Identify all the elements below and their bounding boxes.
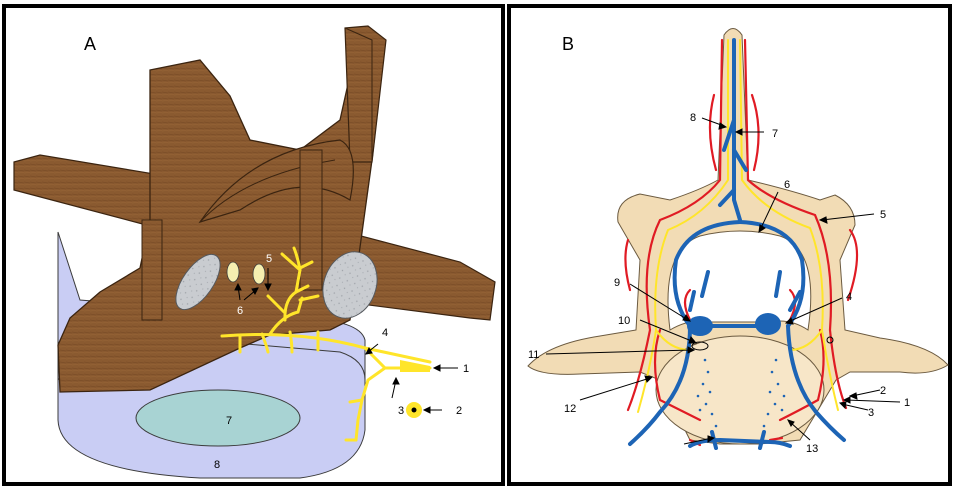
label-b-5: 5	[880, 209, 886, 221]
label-b-13: 13	[806, 443, 818, 455]
label-b-1: 1	[904, 397, 910, 409]
ganglion-center	[412, 408, 417, 413]
panel-b-letter: B	[562, 34, 574, 54]
vascular-foramen-left	[227, 262, 239, 282]
label-b-11: 11	[528, 349, 539, 361]
label-a-3: 3	[398, 405, 404, 417]
venous-sinus-left	[687, 316, 713, 336]
label-b-8: 8	[690, 112, 696, 124]
panel-a-letter: A	[84, 34, 96, 54]
label-b-3: 3	[868, 407, 874, 419]
label-a-7: 7	[226, 415, 232, 427]
label-a-5: 5	[266, 253, 272, 265]
label-b-2: 2	[880, 385, 886, 397]
spinal-canal	[668, 231, 811, 330]
label-a-8: 8	[214, 459, 220, 471]
label-a-4: 4	[382, 327, 388, 339]
nucleus-pulposus	[136, 390, 300, 446]
label-b-6: 6	[784, 179, 790, 191]
label-b-10: 10	[618, 315, 630, 327]
vertebral-body-b	[656, 336, 824, 444]
label-a-1: 1	[463, 363, 469, 375]
label-b-12: 12	[564, 403, 576, 415]
label-a-2: 2	[456, 405, 462, 417]
right-pedicle	[300, 150, 322, 290]
label-b-9: 9	[614, 277, 620, 289]
label-b-4: 4	[846, 291, 852, 303]
left-pedicle	[142, 220, 162, 320]
label-b-7: 7	[772, 128, 778, 140]
vascular-foramen-right	[253, 264, 265, 284]
venous-sinus-right	[755, 313, 781, 335]
label-a-6: 6	[237, 305, 243, 317]
